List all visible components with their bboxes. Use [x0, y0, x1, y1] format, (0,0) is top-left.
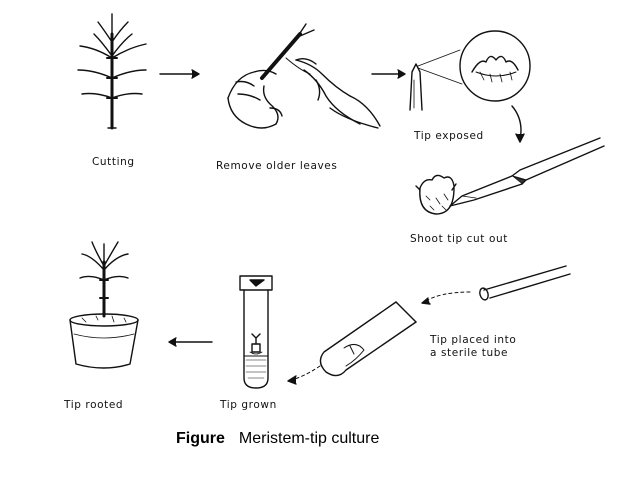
- arrow-remove-to-exposed: [371, 69, 406, 79]
- label-tip-placed-line1: Tip placed into: [430, 334, 517, 346]
- label-shoot-tip-cut-out: Shoot tip cut out: [410, 233, 508, 245]
- label-tip-placed: Tip placed into a sterile tube: [430, 334, 516, 360]
- cutting-stem-illustration: [77, 13, 147, 130]
- label-tip-placed-line2: a sterile tube: [430, 347, 509, 359]
- label-tip-grown: Tip grown: [220, 399, 277, 411]
- tip-placed-illustration: [287, 265, 571, 385]
- figure-caption: Figure Meristem-tip culture: [176, 430, 379, 448]
- arrow-cutting-to-remove: [159, 69, 200, 79]
- label-remove-older-leaves: Remove older leaves: [216, 160, 338, 172]
- remove-leaves-illustration: [227, 23, 381, 129]
- label-cutting: Cutting: [92, 156, 135, 168]
- shoot-tip-cut-illustration: [415, 137, 605, 215]
- tip-grown-illustration: [239, 275, 273, 389]
- tip-exposed-illustration: [409, 30, 531, 111]
- label-tip-rooted: Tip rooted: [64, 399, 124, 411]
- arrow-exposed-to-cut: [511, 105, 525, 143]
- tip-rooted-illustration: [69, 241, 139, 369]
- label-tip-exposed: Tip exposed: [414, 130, 484, 142]
- figure-title: Meristem-tip culture: [238, 430, 380, 447]
- figure-label: Figure: [176, 430, 225, 447]
- arrow-grown-to-rooted: [168, 337, 213, 347]
